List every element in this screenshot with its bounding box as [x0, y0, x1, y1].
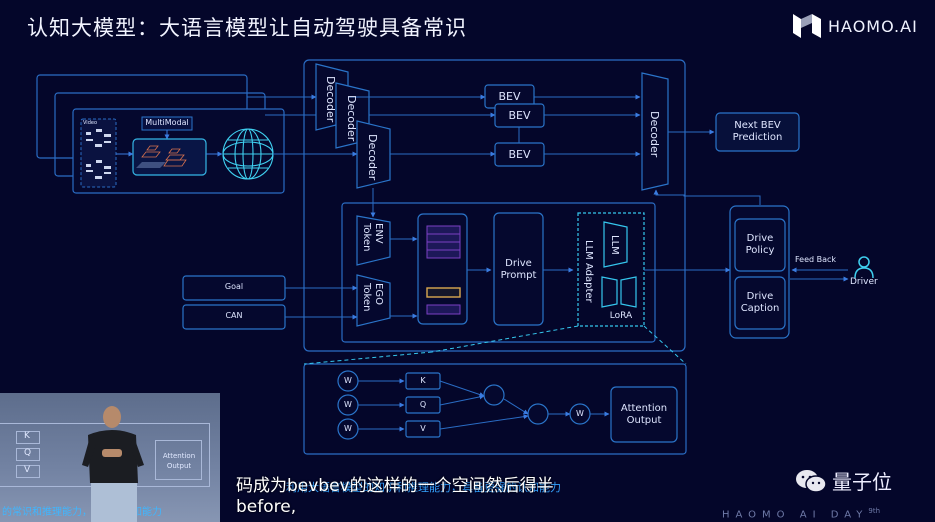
token-frame	[341, 202, 656, 343]
event-name: HAOMO AI DAY	[722, 509, 869, 521]
drive-caption-line2: Caption	[740, 303, 780, 314]
decoder-2-label: Decoder	[345, 95, 358, 142]
drive-caption-box	[734, 276, 786, 330]
drive-policy-line1: Drive	[746, 233, 774, 244]
channel-name: 量子位	[832, 470, 892, 494]
w-out-label: W	[576, 409, 584, 418]
ego-token-line1: EGO	[373, 283, 384, 305]
next-bev-label: Next BEV Prediction	[716, 120, 799, 144]
bev-box-3	[494, 142, 545, 167]
driver-icon	[854, 256, 874, 279]
wechat-icon	[796, 469, 827, 493]
drive-prompt-line1: Drive	[505, 258, 532, 269]
bev-label-2: BEV	[508, 109, 531, 122]
inset-attention-label: Attention Output	[158, 451, 200, 471]
haomo-logo-icon	[793, 14, 821, 38]
inset-attention-line2: Output	[166, 462, 192, 470]
inset-k-box	[16, 431, 40, 444]
inset-q: Q	[24, 448, 32, 458]
av-node	[527, 403, 549, 425]
event-edition: 9th	[868, 507, 881, 515]
drive-prompt-line2: Prompt	[500, 270, 537, 281]
next-bev-box	[715, 112, 800, 152]
decoder-1-label: Decoder	[324, 76, 337, 123]
drive-prompt-box	[493, 212, 544, 326]
drive-prompt-label: Drive Prompt	[494, 258, 543, 282]
bev-box-2	[494, 103, 545, 128]
haomo-logo: HAOMO.AI	[792, 13, 918, 39]
main-frame	[303, 59, 686, 352]
inset-caption-left: 的常识和推理能力，	[2, 507, 92, 518]
can-label: CAN	[225, 311, 243, 320]
drive-caption-line1: Drive	[746, 291, 774, 302]
presenter-figure	[82, 406, 144, 522]
decoder-3	[356, 120, 391, 189]
drive-caption-label: Drive Caption	[735, 291, 785, 315]
subtitle-line2: before,	[236, 497, 297, 517]
lora-left-shape	[601, 276, 618, 308]
ego-token-line2: Token	[361, 283, 372, 312]
decoder-right-label: Decoder	[648, 111, 661, 158]
env-token-line1: ENV	[373, 223, 384, 244]
attention-output-line2: Output	[626, 415, 662, 426]
q-label: Q	[419, 400, 427, 409]
llm-label: LLM	[609, 235, 620, 255]
llm-adapter-label: LLM Adapter	[583, 240, 594, 303]
goal-label: Goal	[224, 282, 244, 291]
inset-caption-right: 认知能力	[122, 507, 162, 518]
drive-policy-box	[734, 218, 786, 272]
drive-policy-label: Drive Policy	[735, 233, 785, 257]
inset-q-box	[16, 448, 40, 461]
channel-watermark: 量子位	[795, 466, 892, 495]
next-bev-line1: Next BEV	[734, 120, 781, 131]
driver-label: Driver	[850, 277, 878, 287]
live-subtitle: 码成为bevbev的这样的一个空间然后得半 before,	[236, 476, 554, 518]
lora-right-shape	[620, 276, 637, 308]
env-token-shape	[356, 215, 391, 266]
decoder-3-label: Decoder	[366, 134, 379, 181]
inset-v-box	[16, 465, 40, 478]
ego-token-shape	[356, 274, 391, 327]
attention-output-line1: Attention	[620, 403, 668, 414]
slide-caption-behind: 利用大语言模型的知识和推理能力，具备更强的认知能力	[286, 481, 561, 494]
attention-frame	[303, 363, 687, 455]
feedback-label: Feed Back	[795, 255, 837, 264]
subtitle-line1: 码成为bevbev的这样的一个空间然后得半	[236, 476, 554, 496]
multimodal-label: MultiModal	[145, 118, 189, 127]
presenter-video-inset: K Q V Attention Output 的常识和推理能力， 认知能力	[0, 393, 220, 522]
bev-label-3: BEV	[508, 148, 531, 161]
ego-token-slot	[426, 287, 461, 298]
inset-k: K	[24, 431, 30, 441]
bev-label-1: BEV	[498, 90, 521, 103]
decoder-right	[641, 72, 669, 191]
env-token-line2: Token	[361, 223, 372, 252]
slide-title: 认知大模型：大语言模型让自动驾驶具备常识	[27, 16, 467, 40]
w-label-3: W	[344, 424, 352, 433]
inset-attention-box	[155, 440, 202, 480]
attention-output-box	[610, 386, 678, 443]
inset-attention-line1: Attention	[162, 452, 196, 460]
attention-output-label: Attention Output	[611, 403, 677, 427]
lora-label: LoRA	[609, 311, 633, 321]
v-label: V	[420, 424, 426, 433]
inset-v: V	[24, 465, 31, 475]
env-token-label: ENV Token	[360, 223, 384, 251]
next-bev-line2: Prediction	[732, 132, 783, 143]
w-label-2: W	[344, 400, 352, 409]
llm-shape	[603, 221, 628, 268]
logo-text: HAOMO.AI	[828, 16, 918, 36]
w-label-1: W	[344, 376, 352, 385]
ego-token-label: EGO Token	[360, 283, 384, 311]
video-label: Video	[83, 120, 98, 126]
event-watermark: HAOMO AI DAY9th	[722, 507, 880, 520]
qk-node	[483, 384, 505, 406]
drive-policy-line2: Policy	[745, 245, 775, 256]
k-label: K	[420, 376, 426, 385]
